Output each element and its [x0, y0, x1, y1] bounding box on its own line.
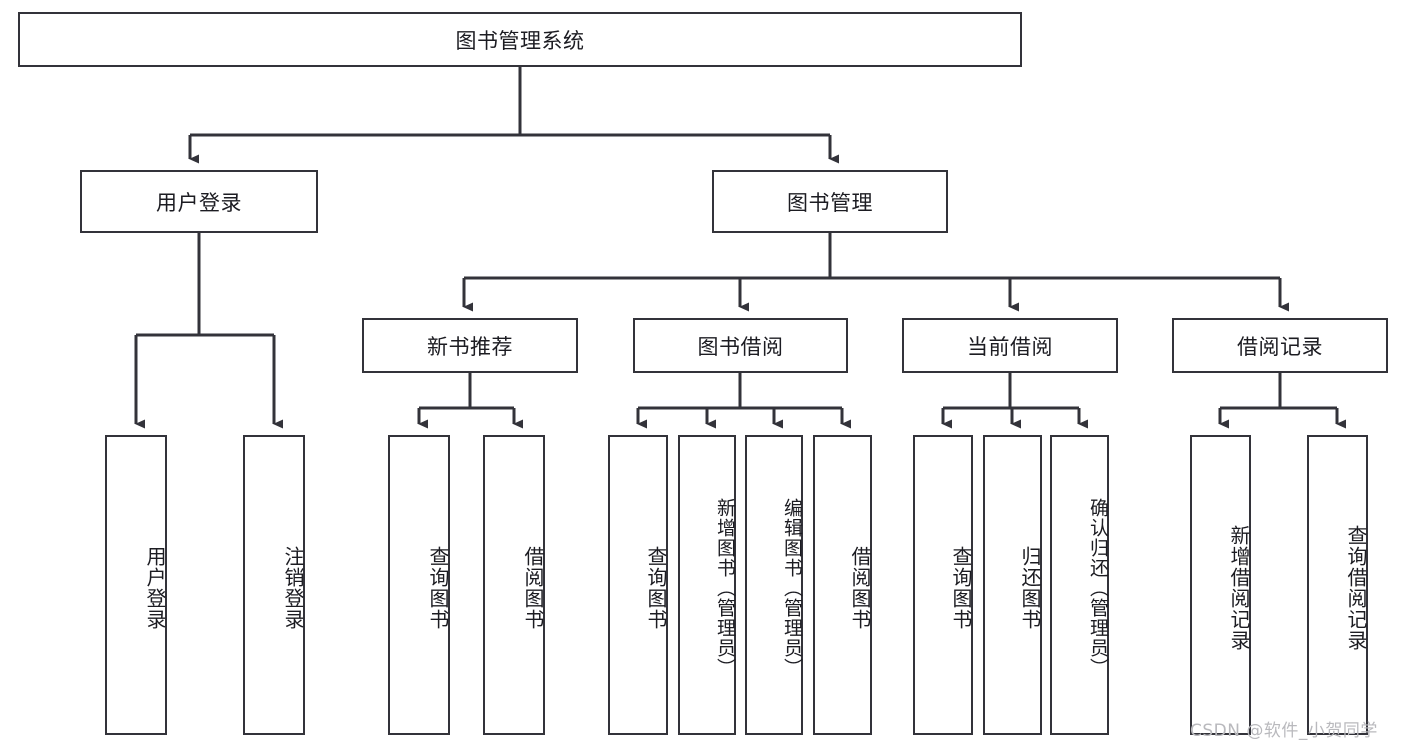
- node-leaf-新增借阅记录-11[interactable]: 新增借阅记录: [1190, 435, 1251, 735]
- tree-edges: [134, 67, 1346, 429]
- node-leaf-借阅图书-3[interactable]: 借阅图书: [483, 435, 545, 735]
- node-leaf-确认归还管理员-10[interactable]: 确认归还（管理员）: [1050, 435, 1109, 735]
- node-leaf-用户登录-0[interactable]: 用户登录: [105, 435, 167, 735]
- node-l2-用户登录-0[interactable]: 用户登录: [80, 170, 318, 233]
- node-l2-图书管理-1[interactable]: 图书管理: [712, 170, 948, 233]
- node-l3-当前借阅-2[interactable]: 当前借阅: [902, 318, 1118, 373]
- node-leaf-查询借阅记录-12[interactable]: 查询借阅记录: [1307, 435, 1368, 735]
- node-leaf-注销登录-1[interactable]: 注销登录: [243, 435, 305, 735]
- node-leaf-查询图书-2[interactable]: 查询图书: [388, 435, 450, 735]
- node-l3-新书推荐-0[interactable]: 新书推荐: [362, 318, 578, 373]
- node-root[interactable]: 图书管理系统: [18, 12, 1022, 67]
- node-leaf-借阅图书-7[interactable]: 借阅图书: [813, 435, 872, 735]
- node-leaf-归还图书-9[interactable]: 归还图书: [983, 435, 1042, 735]
- node-leaf-查询图书-4[interactable]: 查询图书: [608, 435, 668, 735]
- csdn-watermark: CSDN @软件_小贺同学: [1190, 721, 1378, 741]
- node-leaf-新增图书管理员-5[interactable]: 新增图书（管理员）: [678, 435, 736, 735]
- node-l3-借阅记录-3[interactable]: 借阅记录: [1172, 318, 1388, 373]
- node-leaf-编辑图书管理员-6[interactable]: 编辑图书（管理员）: [745, 435, 803, 735]
- node-l3-图书借阅-1[interactable]: 图书借阅: [633, 318, 848, 373]
- node-leaf-查询图书-8[interactable]: 查询图书: [913, 435, 973, 735]
